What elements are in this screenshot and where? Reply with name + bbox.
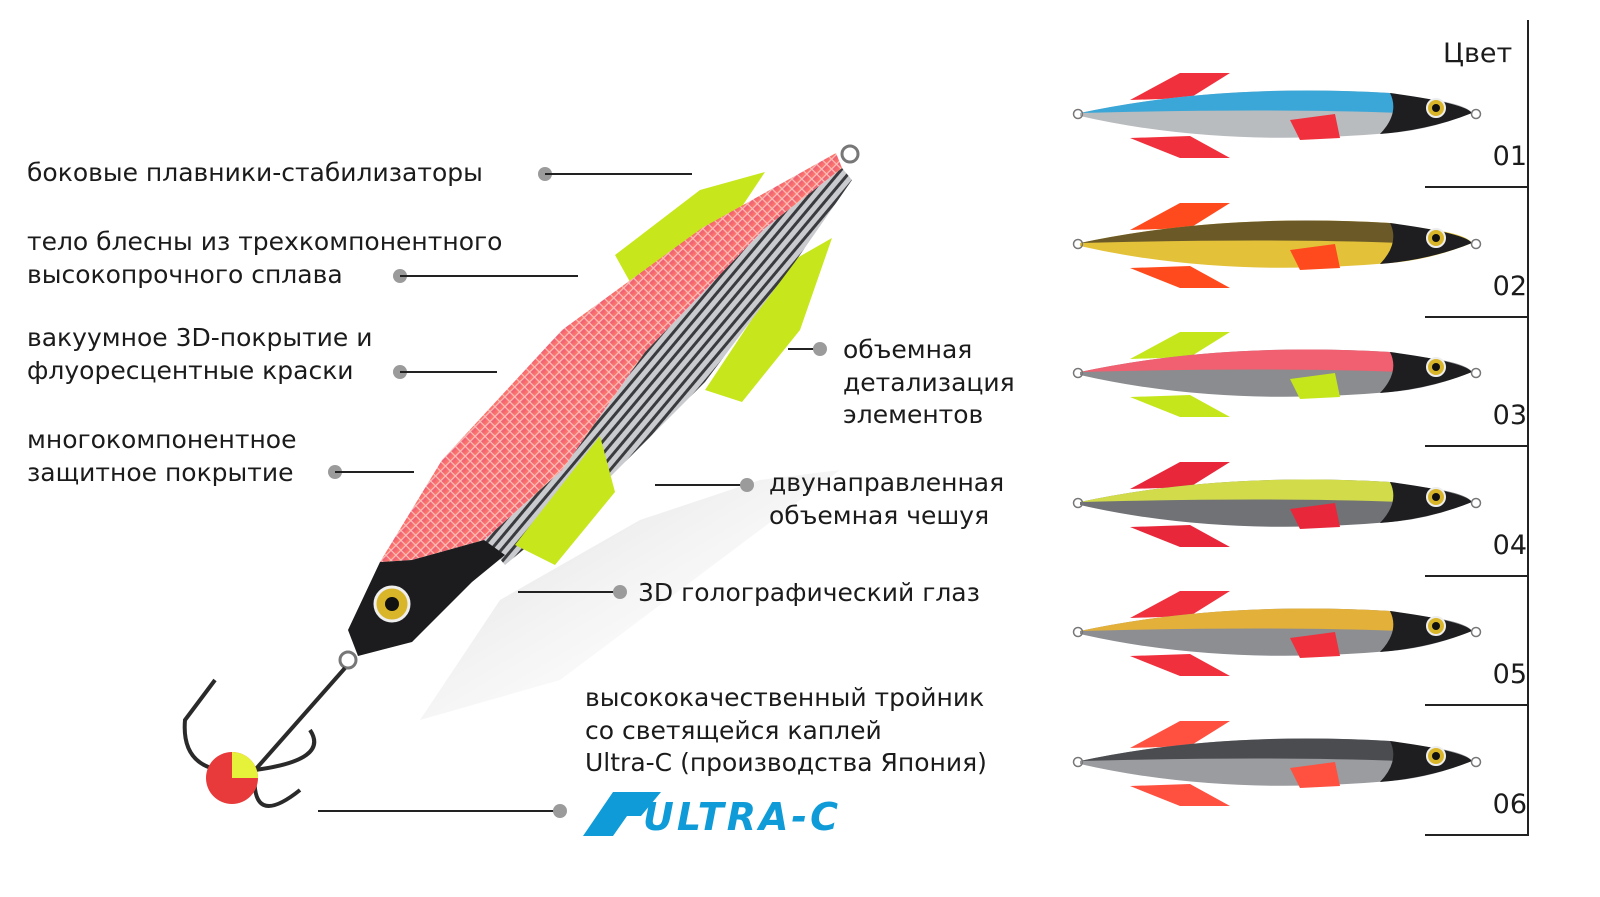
leader-line <box>400 371 497 373</box>
divider-horizontal <box>1425 315 1529 318</box>
divider-horizontal <box>1425 704 1529 706</box>
color-option-02[interactable] <box>1070 188 1490 298</box>
divider-vertical <box>1527 20 1529 836</box>
pointer-dot <box>553 804 567 818</box>
color-code: 01 <box>1492 141 1527 172</box>
leader-line <box>335 471 414 473</box>
color-option-05[interactable] <box>1070 576 1490 686</box>
feature-eye-label: 3D голографический глаз <box>638 578 980 607</box>
leader-line <box>318 810 560 812</box>
pointer-dot <box>740 478 754 492</box>
right-fin <box>705 238 832 402</box>
leader-line <box>545 173 692 175</box>
divider-horizontal <box>1425 833 1529 836</box>
color-option-06[interactable] <box>1070 706 1490 816</box>
pointer-dot <box>813 342 827 356</box>
color-code: 06 <box>1492 788 1527 820</box>
leader-line <box>400 275 578 277</box>
lure-head <box>348 540 505 656</box>
lure-swatch-image <box>1072 461 1482 547</box>
ring-icon <box>840 144 860 164</box>
color-option-04[interactable] <box>1070 447 1490 557</box>
color-option-01[interactable] <box>1070 58 1490 168</box>
logo-text: ULTRA-C <box>643 795 841 838</box>
divider-horizontal <box>1425 445 1529 447</box>
divider-horizontal <box>1425 574 1529 577</box>
lure-swatch-image <box>1072 202 1482 288</box>
leader-line <box>655 484 747 486</box>
colors-title: Цвет <box>1443 38 1513 69</box>
color-code: 04 <box>1492 529 1527 561</box>
feature-fins-label: боковые плавники-стабилизаторы <box>27 158 483 187</box>
lure-swatch-image <box>1072 591 1482 676</box>
lure-shadow <box>420 470 840 720</box>
lure-swatch-image <box>1072 720 1482 806</box>
color-option-03[interactable] <box>1070 317 1490 427</box>
ultra-c-logo: ULTRA-C <box>583 792 841 838</box>
body-silver <box>484 168 852 565</box>
bottom-fin <box>515 436 615 565</box>
leader-line <box>518 591 620 593</box>
color-code: 03 <box>1492 400 1527 431</box>
pointer-dot <box>613 585 627 599</box>
body-pink <box>380 153 842 562</box>
color-code: 05 <box>1492 659 1527 690</box>
leader-line <box>788 348 820 350</box>
color-code: 02 <box>1492 270 1527 302</box>
lure-swatch-image <box>1072 73 1482 158</box>
divider-horizontal <box>1425 186 1529 188</box>
lure-swatch-image <box>1072 332 1482 417</box>
